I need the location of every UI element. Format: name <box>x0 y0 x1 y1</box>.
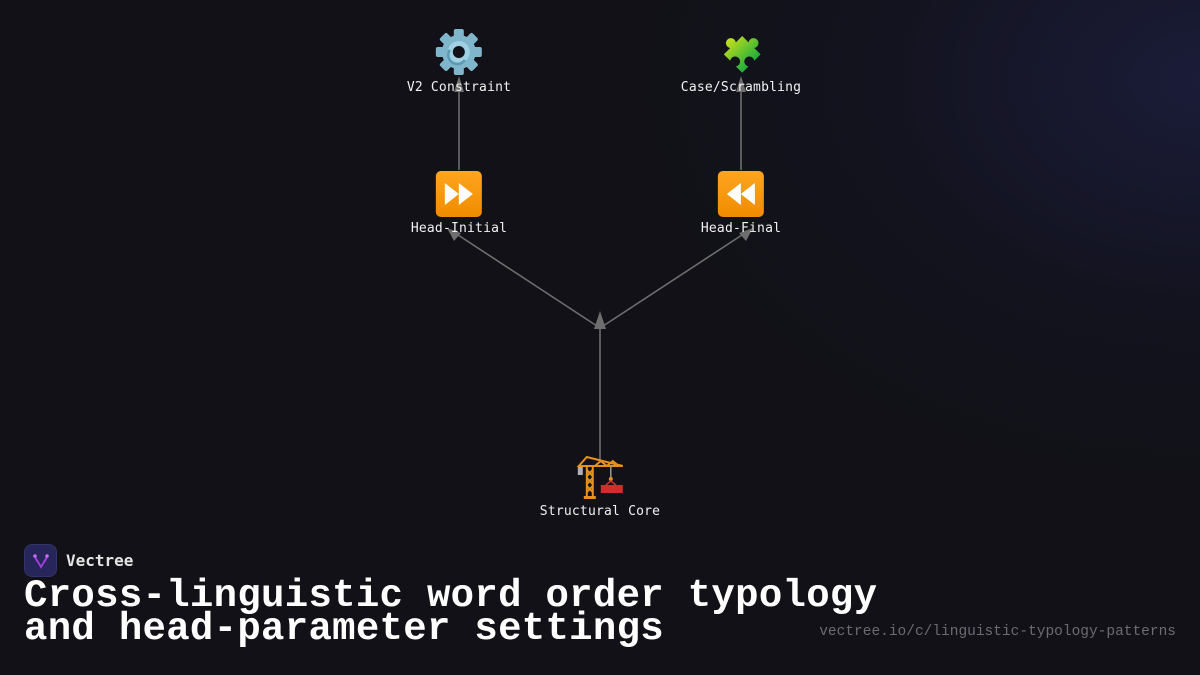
node-v2-constraint[interactable]: V2 Constraint <box>407 28 511 96</box>
vectree-logo-icon <box>24 544 57 577</box>
node-case-scrambling[interactable]: Case/Scrambling <box>681 28 801 96</box>
title-line-2: and head-parameter settings <box>24 607 665 651</box>
node-head-initial[interactable]: Head-Initial <box>411 169 507 237</box>
fast-forward-icon <box>411 169 507 219</box>
construction-crane-icon <box>540 452 660 502</box>
arrowhead-junction <box>594 311 606 329</box>
node-label: Case/Scrambling <box>680 80 802 95</box>
source-url[interactable]: vectree.io/c/linguistic-typology-pattern… <box>819 624 1176 640</box>
arrowhead-v2 <box>454 76 464 92</box>
edge-junction-to-head-final <box>599 232 746 329</box>
puzzle-piece-icon <box>681 28 801 78</box>
gear-icon <box>407 28 511 78</box>
node-structural-core[interactable]: Structural Core <box>540 452 660 520</box>
page-title: Cross-linguistic word order typology and… <box>24 577 877 649</box>
node-label: Head-Final <box>700 221 782 236</box>
node-label: V2 Constraint <box>406 80 512 95</box>
arrowhead-case <box>736 76 746 92</box>
node-label: Head-Initial <box>410 221 508 236</box>
node-label: Structural Core <box>539 504 661 519</box>
arrowhead-head-initial <box>447 228 461 241</box>
edge-junction-to-head-initial <box>454 232 601 329</box>
node-head-final[interactable]: Head-Final <box>701 169 781 237</box>
arrowhead-head-final <box>739 228 753 241</box>
rewind-icon <box>701 169 781 219</box>
brand: Vectree <box>24 544 133 577</box>
brand-name: Vectree <box>66 551 134 570</box>
title-line-1: Cross-linguistic word order typology <box>24 574 878 618</box>
